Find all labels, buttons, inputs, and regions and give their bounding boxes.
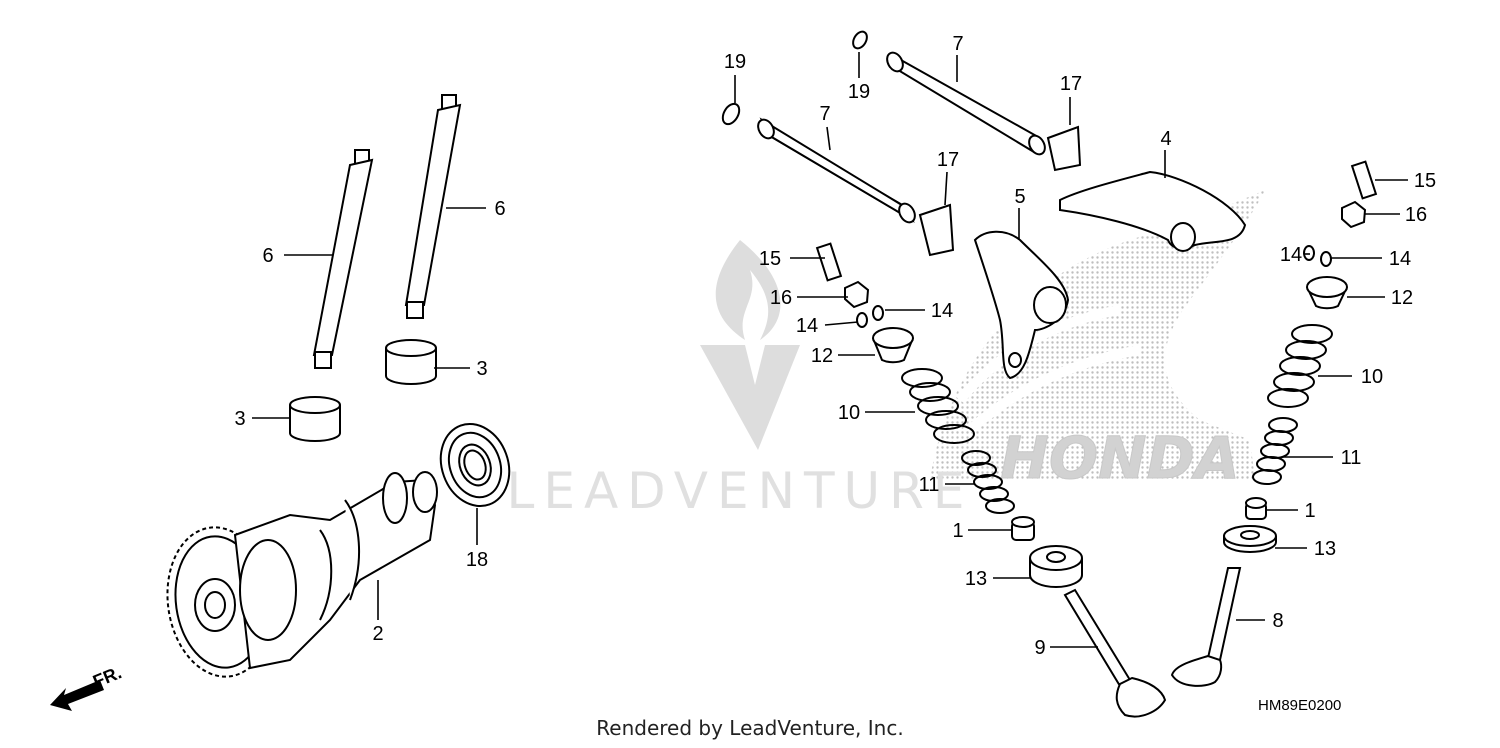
callout-15: 15: [1414, 170, 1436, 192]
callout-16: 16: [1405, 204, 1427, 226]
rocker-plate-right[interactable]: [1046, 125, 1082, 172]
spring-seat-right[interactable]: [1223, 525, 1277, 553]
callout-11: 11: [919, 474, 940, 496]
callout-16: 16: [770, 287, 792, 309]
rocker-arm-shaft-right[interactable]: [884, 50, 1048, 157]
callout-7: 7: [952, 33, 963, 55]
callout-labels: 6 6 3 3 18 2 19 19 7 7 17 17 4 5 15 16 1…: [234, 33, 1436, 659]
valve-cotter-left-b[interactable]: [872, 305, 884, 321]
callout-6: 6: [494, 198, 505, 220]
callout-14: 14: [1389, 248, 1411, 270]
callout-19: 19: [848, 81, 870, 103]
valve-stem-seal-right[interactable]: [1245, 497, 1267, 520]
callout-14: 14: [931, 300, 953, 322]
leadventure-logo-watermark: [700, 240, 800, 450]
washer-19-right[interactable]: [850, 29, 869, 51]
callout-14: 14: [796, 315, 818, 337]
valve-lifter-lower[interactable]: [289, 396, 341, 442]
front-direction-arrow: FR.: [50, 662, 124, 711]
callout-14: 14: [1280, 244, 1302, 266]
callout-10: 10: [1361, 366, 1383, 388]
callout-17: 17: [937, 149, 959, 171]
lock-nut-right[interactable]: [1341, 200, 1367, 229]
valve-cotter-right-b[interactable]: [1320, 251, 1332, 267]
exhaust-valve[interactable]: [1170, 567, 1242, 687]
callout-10: 10: [838, 402, 860, 424]
callout-12: 12: [811, 345, 833, 367]
valve-spring-outer-right[interactable]: [1267, 324, 1333, 408]
valve-spring-inner-right[interactable]: [1252, 417, 1298, 485]
valve-spring-inner-left[interactable]: [961, 450, 1015, 514]
rocker-plate-left[interactable]: [918, 203, 955, 257]
callout-9: 9: [1034, 637, 1045, 659]
callout-13: 13: [965, 568, 987, 590]
callout-6: 6: [262, 245, 273, 267]
spring-retainer-right[interactable]: [1306, 276, 1348, 310]
callout-3: 3: [234, 408, 245, 430]
leader-lines: [252, 52, 1408, 648]
diagram-code: HM89E0200: [1258, 697, 1342, 714]
callout-4: 4: [1160, 128, 1171, 150]
callout-8: 8: [1272, 610, 1283, 632]
callout-2: 2: [372, 623, 383, 645]
callout-3: 3: [476, 358, 487, 380]
spring-retainer-left[interactable]: [872, 327, 914, 364]
valve-cotter-right-a[interactable]: [1303, 245, 1315, 261]
valve-spring-outer-left[interactable]: [901, 368, 975, 444]
callout-13: 13: [1314, 538, 1336, 560]
push-rod-left[interactable]: [312, 149, 374, 369]
valve-adjusting-screw-left[interactable]: [815, 242, 843, 282]
callout-1: 1: [1304, 500, 1315, 522]
valve-adjusting-screw-right[interactable]: [1350, 160, 1378, 200]
callout-19: 19: [724, 51, 746, 73]
callout-15: 15: [759, 248, 781, 270]
honda-watermark-text: HONDA: [1000, 424, 1239, 492]
camshaft-assembly[interactable]: [158, 471, 438, 684]
callout-18: 18: [466, 549, 488, 571]
lock-nut-left[interactable]: [844, 280, 870, 309]
callout-11: 11: [1341, 447, 1362, 469]
callout-5: 5: [1014, 186, 1025, 208]
callout-12: 12: [1391, 287, 1413, 309]
callout-7: 7: [819, 103, 830, 125]
push-rod-right[interactable]: [404, 94, 462, 319]
radial-ball-bearing[interactable]: [430, 414, 521, 516]
valve-lifter-upper[interactable]: [385, 339, 437, 385]
spring-seat-left[interactable]: [1029, 545, 1083, 588]
rocker-arm-shaft-left[interactable]: [755, 117, 918, 225]
rendered-by-footer: Rendered by LeadVenture, Inc.: [596, 716, 904, 740]
rocker-arm-exhaust[interactable]: [1059, 170, 1247, 252]
callout-1: 1: [952, 520, 963, 542]
washer-19-left[interactable]: [719, 101, 742, 127]
front-direction-label: FR.: [90, 662, 124, 691]
rocker-arm-intake[interactable]: [973, 230, 1070, 380]
intake-valve[interactable]: [1063, 588, 1167, 718]
callout-17: 17: [1060, 73, 1082, 95]
valve-cotter-left-a[interactable]: [856, 312, 868, 328]
leadventure-watermark-text: LEADVENTURE: [507, 462, 974, 520]
valve-stem-seal-left[interactable]: [1011, 516, 1035, 541]
